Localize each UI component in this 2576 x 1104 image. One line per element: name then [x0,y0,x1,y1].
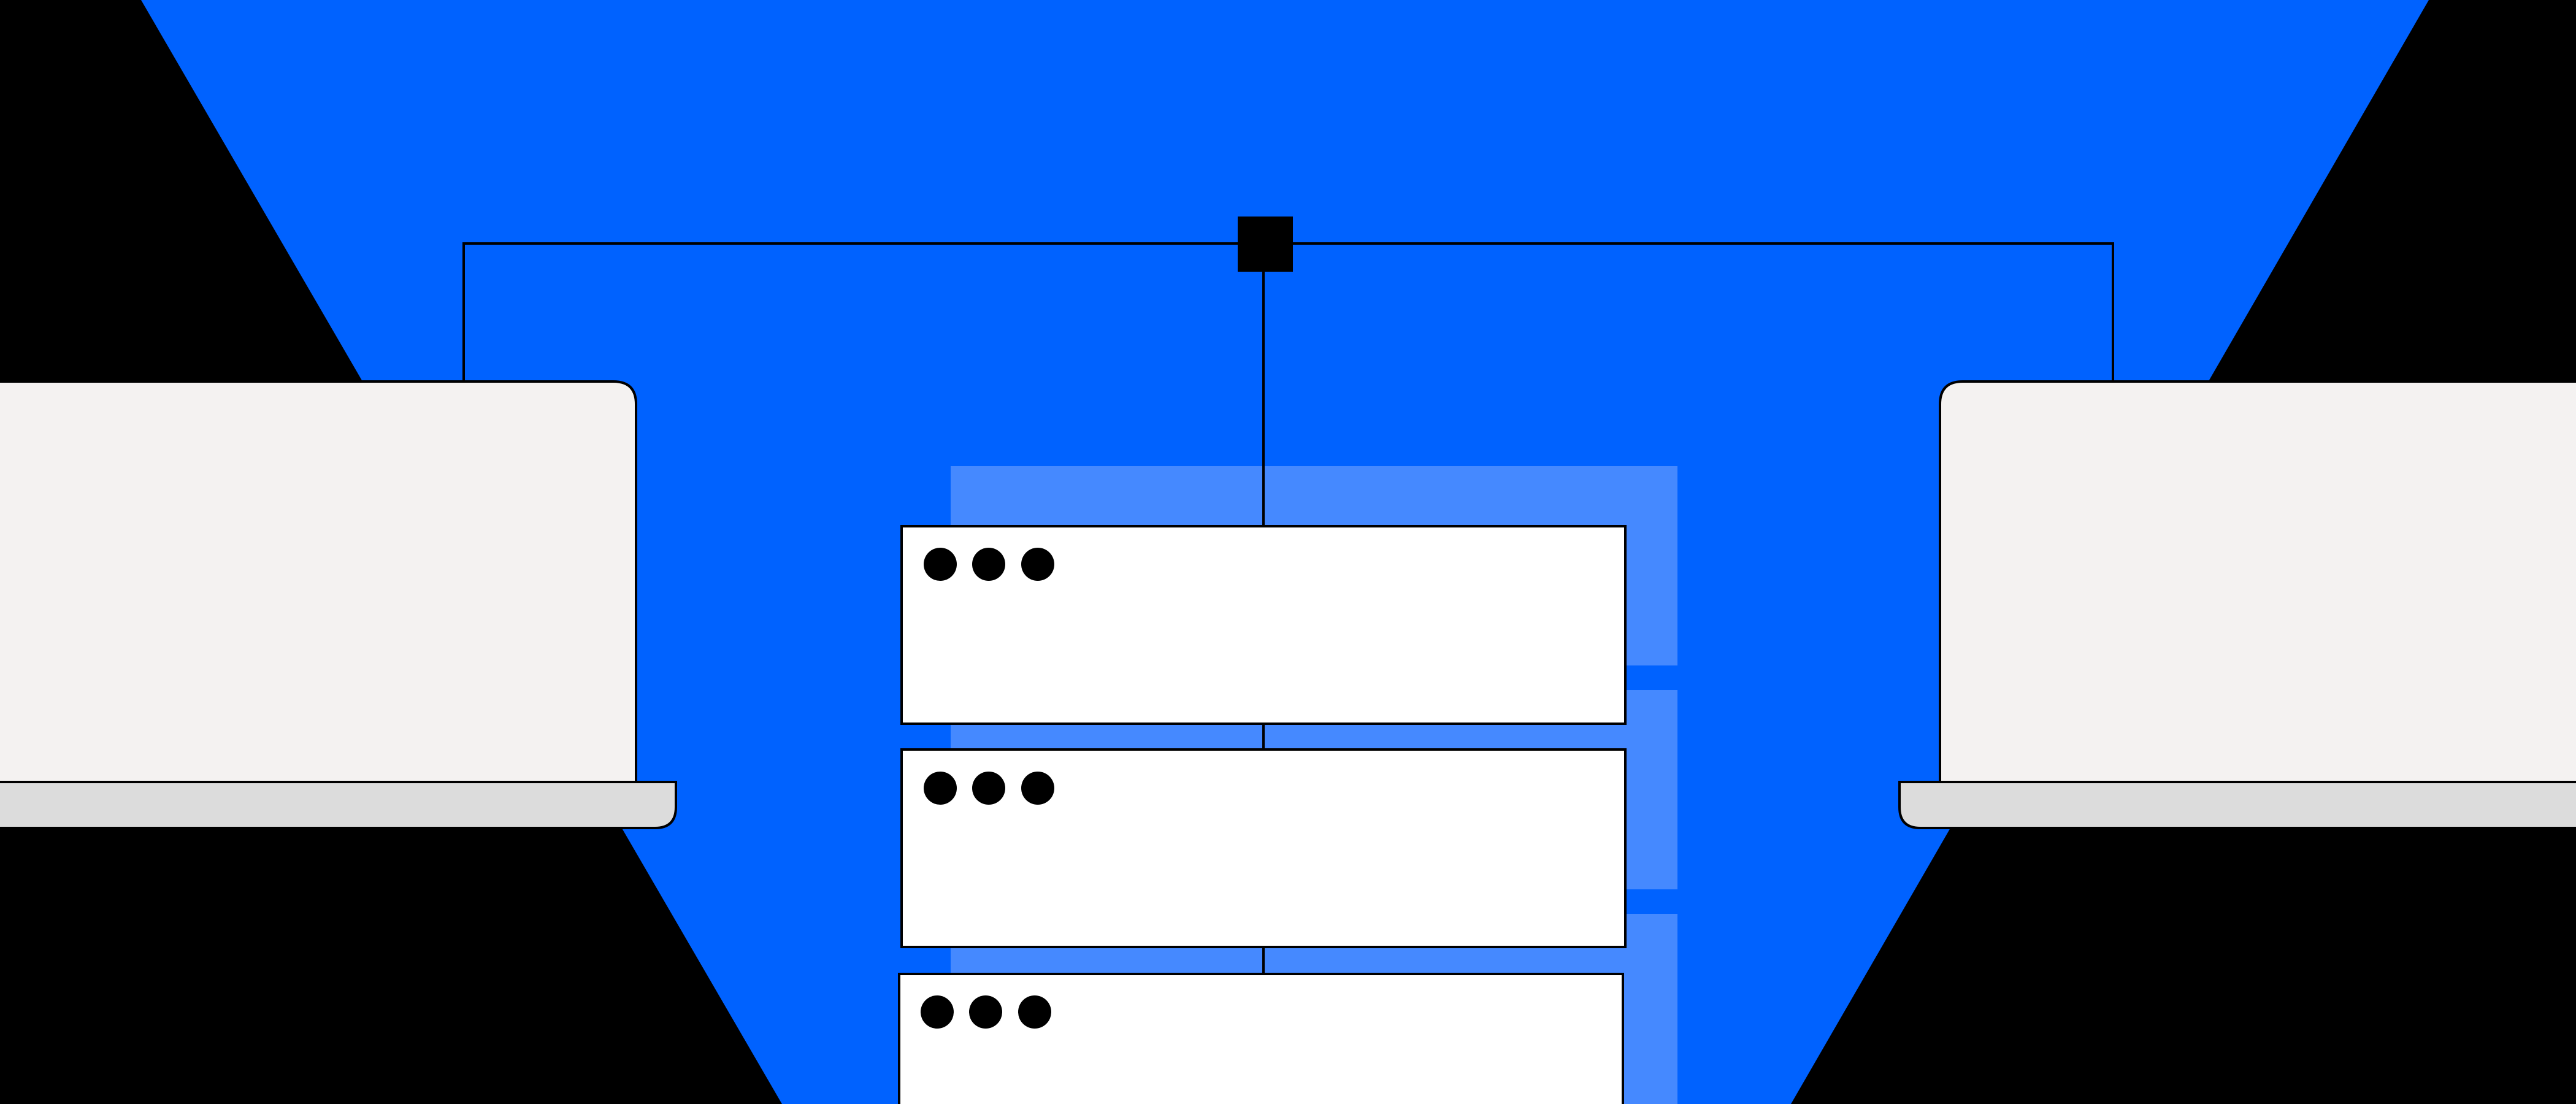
server-unit-body [900,525,1627,725]
right-laptop-base [1898,781,2576,829]
status-light-icon [1021,772,1054,805]
connection-lines [462,242,2114,974]
connector-left [462,242,1265,381]
left-laptop-icon [0,380,677,829]
network-hub-icon [1238,217,1293,272]
server-unit-2 [900,748,1627,948]
status-light-icon [1018,995,1051,1029]
status-light-icon [921,995,954,1029]
server-unit-body [898,973,1624,1104]
status-light-icon [969,995,1002,1029]
left-laptop-base [0,781,677,829]
status-light-icon [1021,548,1054,581]
server-unit-3 [898,973,1624,1104]
server-unit-body [900,748,1627,948]
left-laptop-screen [0,380,637,783]
right-laptop-screen [1939,380,2576,783]
right-laptop-icon [1898,380,2576,829]
status-light-icon [924,772,957,805]
status-light-icon [924,548,957,581]
connector-right [1265,242,2114,381]
status-light-icon [972,548,1005,581]
status-light-icon [972,772,1005,805]
server-unit-1 [900,525,1627,725]
